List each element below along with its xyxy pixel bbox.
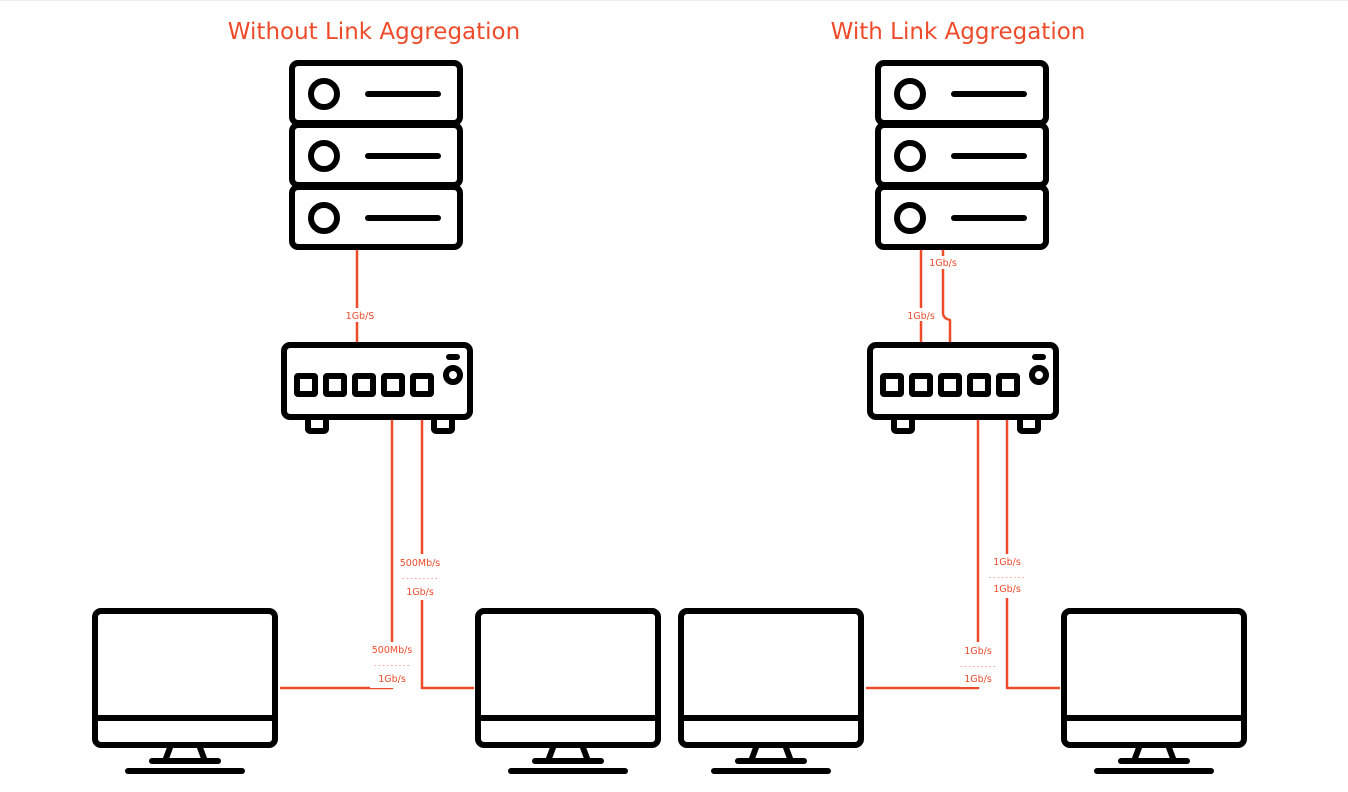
- left-client-b-speed-bottom: 1Gb/s: [406, 587, 434, 598]
- left-client-b-cable: [420, 380, 474, 690]
- right-server-switch-cable-2: [941, 250, 952, 380]
- right-client-a-speed-bottom: 1Gb/s: [964, 674, 992, 685]
- right-computer-a-icon: [681, 611, 861, 771]
- left-switch-icon: [284, 345, 470, 431]
- right-cables: [866, 250, 1060, 690]
- left-computer-b-icon: [478, 611, 658, 771]
- left-client-b-speed-top: 500Mb/s: [400, 558, 441, 569]
- top-border: [0, 0, 1348, 1]
- right-server-icon: [878, 63, 1046, 247]
- right-client-b-cable: [1005, 380, 1060, 690]
- right-server-link-1-label: 1Gb/s: [907, 311, 935, 322]
- right-client-a-cable: [866, 380, 980, 690]
- right-computer-b-icon: [1064, 611, 1244, 771]
- right-client-a-speed-sep: ---------: [959, 663, 996, 670]
- right-client-a-speed-top: 1Gb/s: [964, 646, 992, 657]
- left-server-icon: [292, 63, 460, 247]
- right-switch-icon: [870, 345, 1056, 431]
- left-cables: [280, 250, 474, 690]
- left-client-b-speed-sep: ---------: [401, 575, 438, 582]
- right-client-b-speed-sep: ---------: [988, 574, 1025, 581]
- left-client-a-speed-top: 500Mb/s: [372, 645, 413, 656]
- right-client-b-speed-bottom: 1Gb/s: [993, 584, 1021, 595]
- left-client-a-speed-bottom: 1Gb/s: [378, 674, 406, 685]
- left-title: Without Link Aggregation: [228, 19, 520, 45]
- left-client-a-cable: [280, 380, 394, 690]
- right-title: With Link Aggregation: [831, 19, 1086, 45]
- right-server-link-2-label: 1Gb/s: [929, 258, 957, 269]
- left-server-switch-label: 1Gb/S: [346, 311, 375, 322]
- left-computer-a-icon: [95, 611, 275, 771]
- left-client-a-speed-sep: ---------: [373, 662, 410, 669]
- right-client-b-speed-top: 1Gb/s: [993, 557, 1021, 568]
